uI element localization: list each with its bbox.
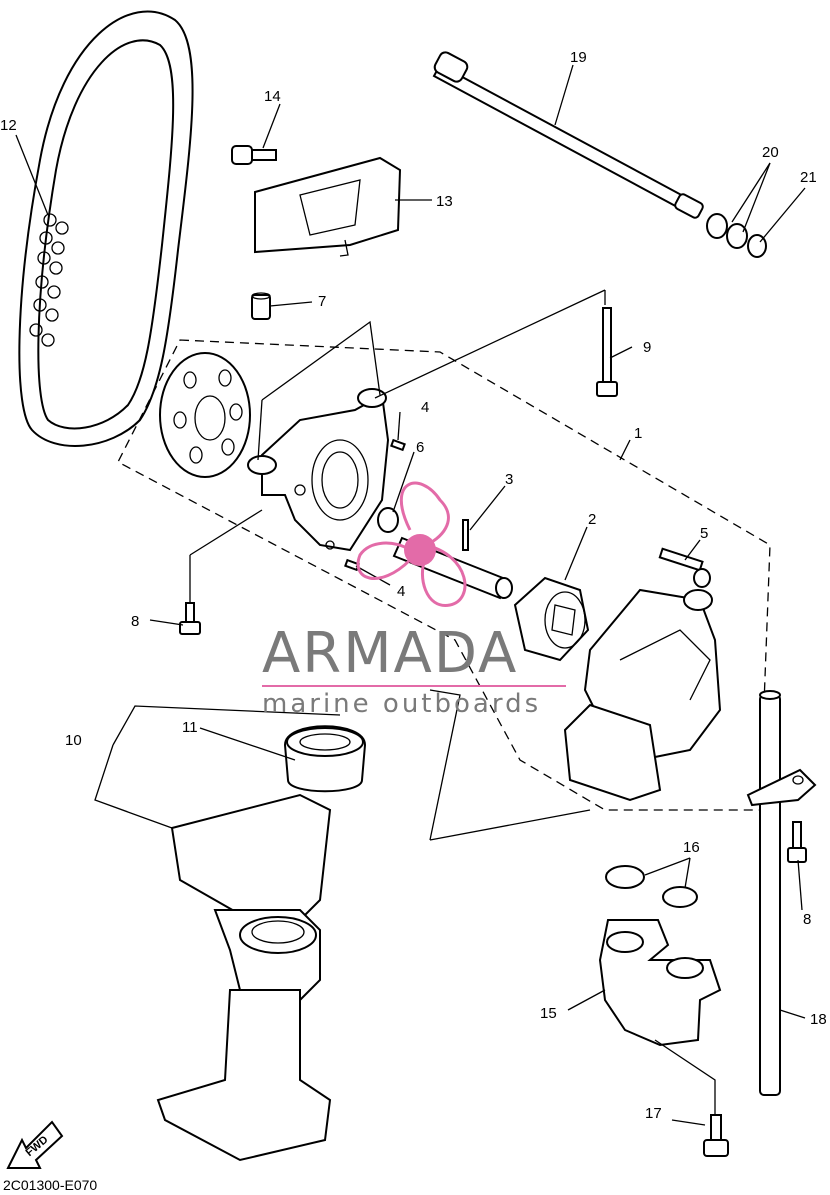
callout-13[interactable]: 13 (436, 193, 453, 210)
callout-9[interactable]: 9 (643, 339, 651, 356)
bolt-17[interactable] (703, 1114, 729, 1157)
bolt-8-left[interactable] (179, 602, 201, 635)
callout-8-left[interactable]: 8 (131, 613, 139, 630)
bolt-8-right[interactable] (787, 821, 807, 863)
callout-21[interactable]: 21 (800, 169, 817, 186)
o-rings-20[interactable] (706, 213, 748, 249)
pump-cover[interactable] (563, 588, 722, 802)
callout-16[interactable]: 16 (683, 839, 700, 856)
armada-watermark: ARMADA marine outboards (262, 481, 566, 719)
callout-12[interactable]: 12 (0, 117, 17, 134)
callout-11[interactable]: 11 (182, 719, 198, 736)
callout-17[interactable]: 17 (645, 1105, 662, 1122)
callout-6[interactable]: 6 (416, 439, 424, 456)
watermark-brand: ARMADA (262, 621, 518, 686)
callout-8-right[interactable]: 8 (803, 911, 811, 928)
dowel-pin-4-upper[interactable] (390, 438, 406, 452)
callout-20[interactable]: 20 (762, 144, 779, 161)
strainer-seal-11[interactable] (283, 725, 367, 793)
leader-lines (15, 64, 806, 1126)
chain-guide[interactable] (254, 156, 402, 257)
guide-bolt[interactable] (231, 145, 277, 165)
o-rings-16[interactable] (605, 865, 698, 908)
callout-15[interactable]: 15 (540, 1005, 557, 1022)
oil-delivery-pipe[interactable] (432, 50, 705, 219)
propeller-logo-icon (356, 481, 467, 607)
callout-14[interactable]: 14 (264, 88, 281, 105)
callout-18[interactable]: 18 (810, 1011, 827, 1028)
callout-4-upper[interactable]: 4 (421, 399, 429, 416)
propeller-hub-icon (404, 534, 436, 566)
callout-4-lower[interactable]: 4 (397, 583, 405, 600)
callout-2[interactable]: 2 (588, 511, 596, 528)
oil-pump-assembly-outline (117, 339, 771, 811)
callout-7[interactable]: 7 (318, 293, 326, 310)
oil-strainer[interactable] (156, 793, 332, 1162)
callout-1[interactable]: 1 (634, 425, 642, 442)
callout-3[interactable]: 3 (505, 471, 513, 488)
oil-pipe-15[interactable] (598, 919, 722, 1047)
callout-5[interactable]: 5 (700, 525, 708, 542)
dowel-pin-7[interactable] (251, 292, 271, 320)
oil-pump-housing[interactable] (247, 388, 390, 552)
watermark-tagline: marine outboards (262, 689, 541, 719)
o-ring-6[interactable] (377, 507, 399, 533)
pump-driven-sprocket[interactable] (159, 352, 251, 478)
drive-chain[interactable] (18, 10, 194, 447)
oil-pipe-18[interactable] (746, 690, 817, 1096)
callout-10[interactable]: 10 (65, 732, 82, 749)
diagram-code: 2C01300-E070 (3, 1177, 97, 1193)
callout-labels: 1 2 3 4 4 5 6 7 8 8 9 10 11 12 13 14 15 … (0, 49, 827, 1122)
pump-rotor[interactable] (513, 576, 590, 662)
forward-arrow-icon: FWD (6, 1120, 64, 1169)
cover-bolt-5[interactable] (658, 547, 711, 588)
callout-19[interactable]: 19 (570, 49, 587, 66)
pump-bolt-9[interactable] (596, 307, 618, 397)
